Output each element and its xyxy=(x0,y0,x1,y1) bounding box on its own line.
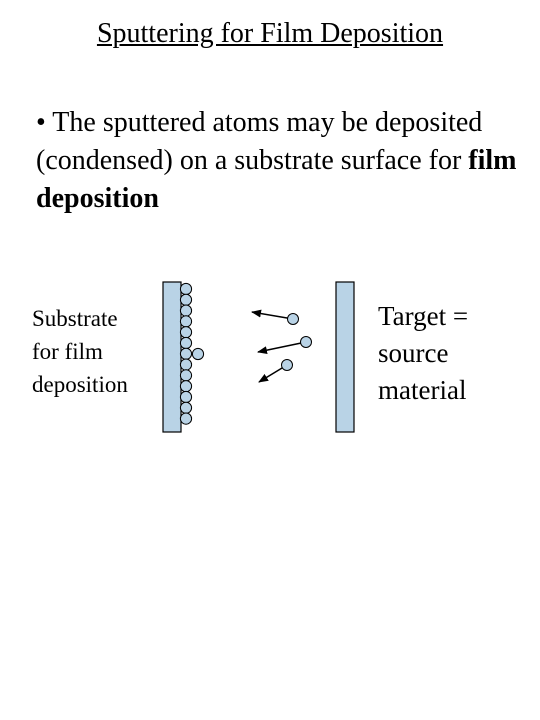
film-atom xyxy=(179,390,193,404)
substrate-plate xyxy=(162,281,182,433)
film-atom xyxy=(179,293,193,306)
film-atom xyxy=(179,304,193,317)
substrate-label-line-3: deposition xyxy=(32,372,128,397)
target-plate xyxy=(335,281,355,433)
bullet-point: • The sputtered atoms may be deposited (… xyxy=(36,104,526,218)
film-atom xyxy=(179,369,193,382)
sputtered-atom-1 xyxy=(251,309,299,325)
film-atom xyxy=(179,336,193,350)
film-atom xyxy=(179,326,193,339)
film-atom xyxy=(179,358,193,371)
target-label-line-1: Target = xyxy=(378,301,469,331)
film-atom xyxy=(179,315,193,328)
bullet-text: The sputtered atoms may be deposited (co… xyxy=(36,107,483,176)
target-label-line-2: source xyxy=(378,338,449,368)
sputtered-atom-2 xyxy=(257,336,312,355)
film-atom xyxy=(179,282,193,296)
film-atom xyxy=(179,412,193,425)
film-atom xyxy=(179,401,193,414)
sputtered-atom-3 xyxy=(258,359,293,383)
substrate-label-line-2: for film xyxy=(32,339,103,364)
slide-title: Sputtering for Film Deposition xyxy=(96,18,444,49)
film-atom xyxy=(179,380,193,393)
film-atom xyxy=(179,347,193,360)
target-label-line-3: material xyxy=(378,375,467,405)
target-label: Target = source material xyxy=(378,298,468,409)
film-adatom xyxy=(191,347,205,361)
deposited-film-atoms xyxy=(179,282,205,425)
bullet-marker: • xyxy=(36,107,46,138)
bullet-bold-text: film deposition xyxy=(36,145,517,214)
substrate-label-line-1: Substrate xyxy=(32,306,118,331)
substrate-label: Substrate for film deposition xyxy=(32,302,128,401)
